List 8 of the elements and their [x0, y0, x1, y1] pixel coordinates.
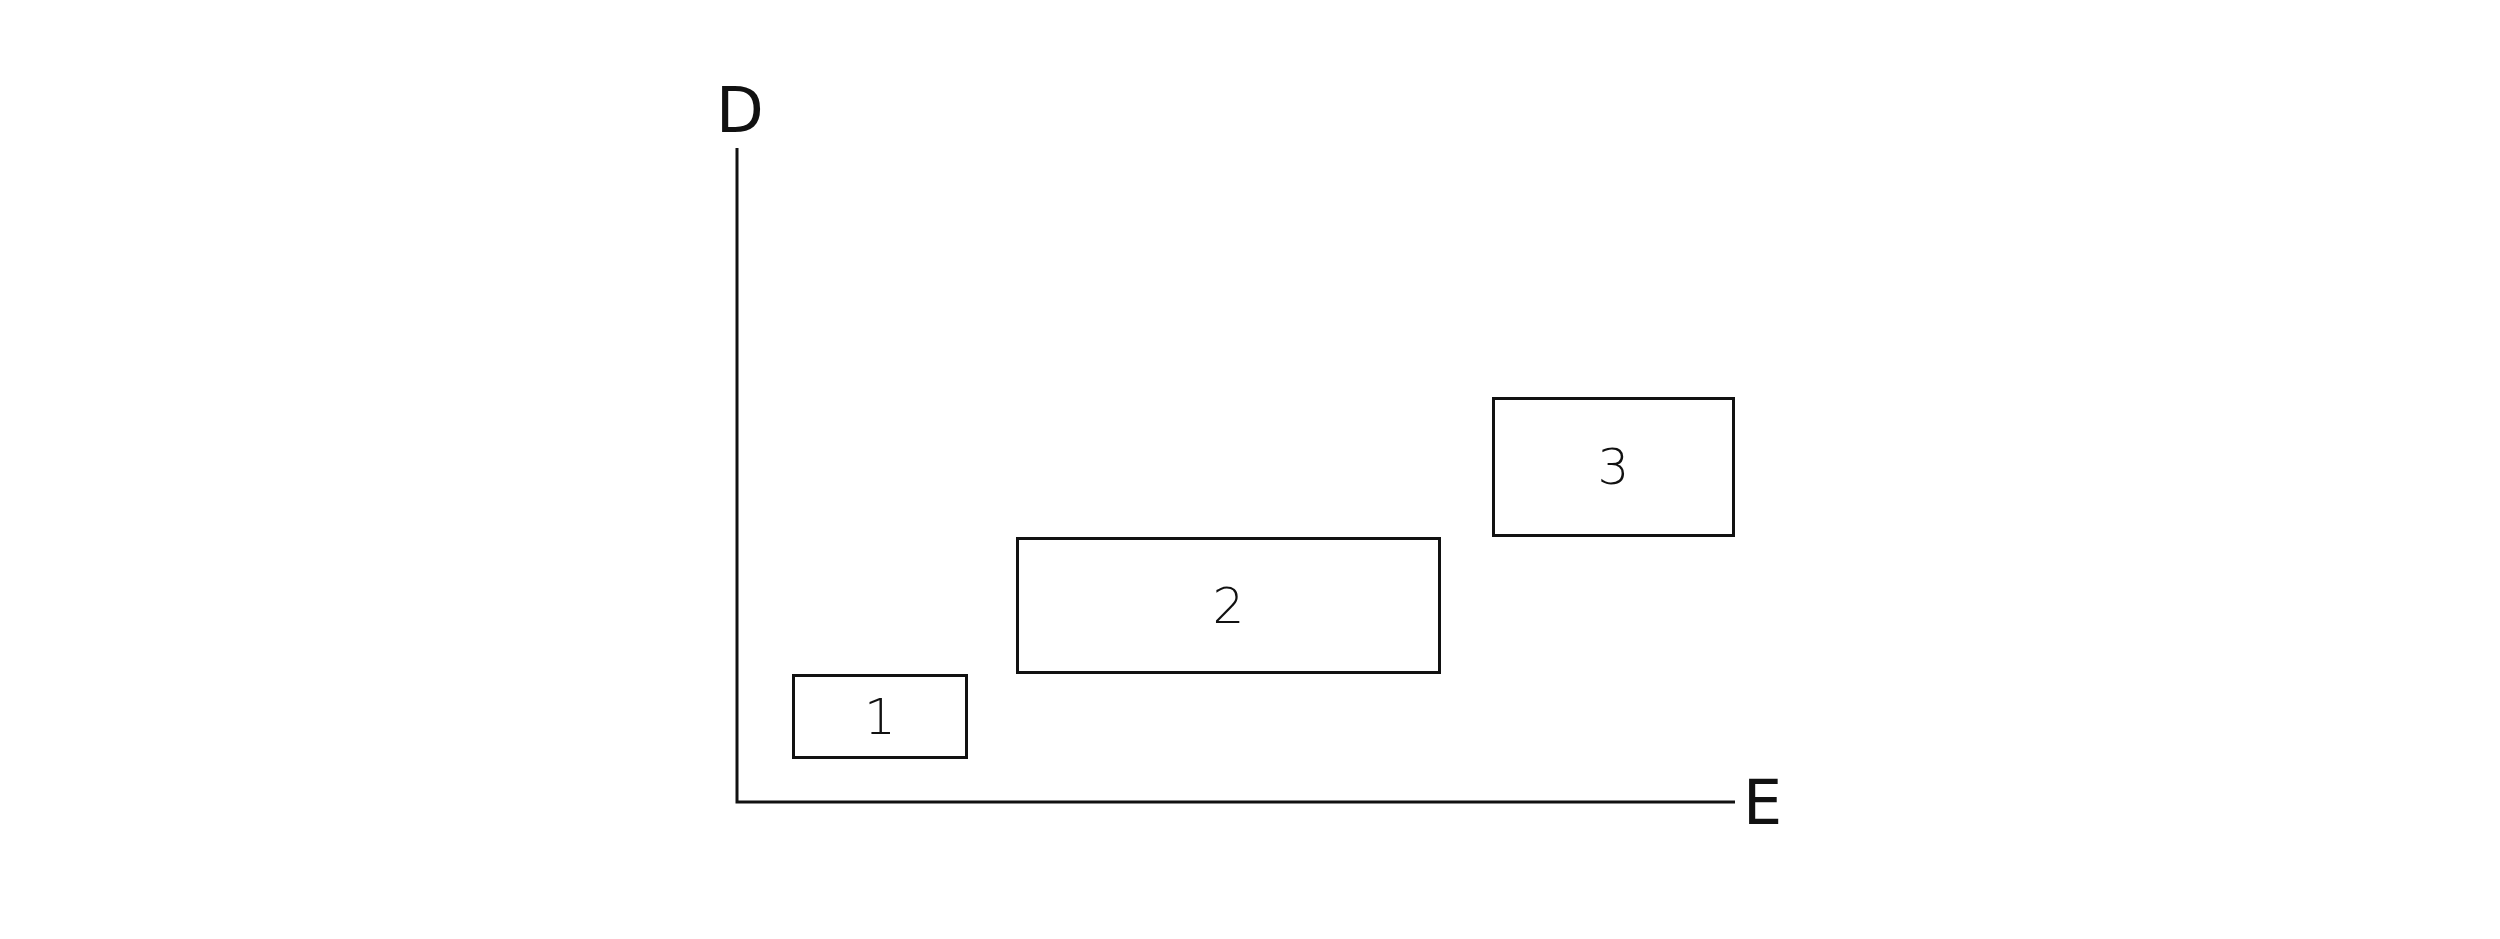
- axis-label: D: [716, 80, 764, 142]
- bar: [792, 674, 968, 759]
- bar-label: 3: [1597, 442, 1630, 492]
- bar: [1016, 537, 1441, 674]
- bar-label: 1: [864, 691, 896, 742]
- bar-label: 2: [1212, 580, 1245, 631]
- bar: [1492, 397, 1735, 537]
- axis-label: E: [1743, 772, 1783, 834]
